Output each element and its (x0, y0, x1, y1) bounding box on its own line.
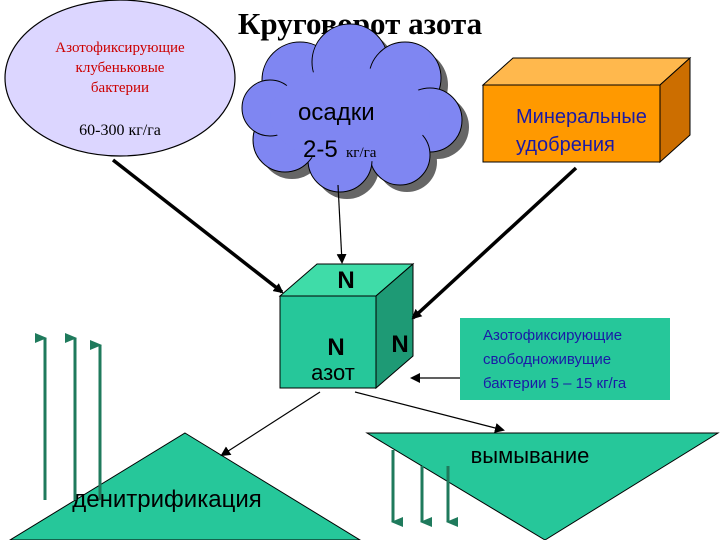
cube-front-symbol: N (327, 334, 344, 361)
cube-top-symbol: N (337, 267, 354, 294)
arrow-nodule-to-nitrogen (111, 158, 284, 294)
free-living-bacteria-node: Азотофиксирующие свободноживущие бактери… (460, 318, 670, 400)
leaching-label: вымывание (471, 443, 590, 468)
precipitation-amount-unit: кг/га (346, 145, 377, 161)
free-living-bacteria-line2: свободноживущие (483, 351, 611, 368)
cube-side-symbol: N (391, 331, 408, 358)
arrow-nitrogen-to-leaching (354, 391, 505, 433)
mineral-fertilizers-node: Минеральные удобрения (481, 56, 692, 164)
nitrogen-cube-node: N N азот N (278, 262, 415, 390)
cube-front-label: азот (311, 360, 355, 385)
nodule-bacteria-node: Азотофиксирующие клубеньковые бактерии 6… (4, 0, 236, 157)
nodule-bacteria-line1: Азотофиксирующие (55, 40, 185, 56)
denitrification-node: денитрификация (9, 432, 361, 540)
denitrification-label: денитрификация (72, 486, 261, 513)
precipitation-label: осадки (298, 99, 375, 126)
free-living-bacteria-line1: Азотофиксирующие (483, 327, 622, 344)
nodule-bacteria-amount: 60-300 кг/га (79, 122, 161, 139)
free-living-bacteria-line3: бактерии 5 – 15 кг/га (483, 375, 627, 392)
gas-release-arrows (35, 333, 102, 500)
nodule-bacteria-line2: клубеньковые (76, 60, 165, 76)
leaching-node: вымывание (365, 432, 720, 540)
arrow-fertilizers-to-nitrogen (411, 166, 578, 320)
arrow-precipitation-to-nitrogen (336, 184, 347, 264)
precipitation-cloud-node: осадки 2-5 кг/га (241, 23, 469, 199)
mineral-fertilizers-line1: Минеральные (516, 106, 647, 128)
mineral-fertilizers-line2: удобрения (516, 134, 615, 156)
nodule-bacteria-line3: бактерии (91, 80, 149, 96)
arrow-nitrogen-to-denitrification (220, 391, 321, 457)
precipitation-amount-number: 2-5 (303, 136, 338, 163)
